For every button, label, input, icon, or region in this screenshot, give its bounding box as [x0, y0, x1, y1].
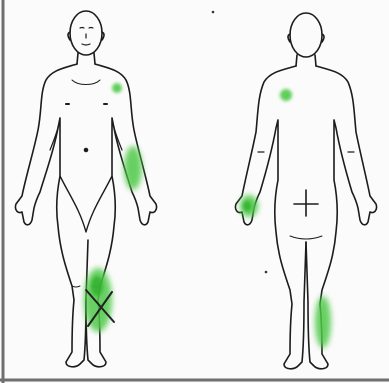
front-groin [60, 176, 112, 232]
paper-speck [212, 11, 215, 14]
front-collar [72, 80, 100, 85]
front-left-inner-arm [50, 118, 60, 150]
front-right-inner-arm [112, 118, 122, 150]
front-navel [85, 149, 88, 152]
front-head [70, 11, 102, 55]
front-right-leg-mark-core [91, 276, 103, 296]
front-left-shoulder-mark [112, 83, 122, 93]
back-left-scapula-mark [280, 89, 292, 101]
front-face [80, 28, 93, 46]
front-left-forearm-mark [124, 146, 142, 190]
back-right-hand-mark-core [243, 201, 251, 211]
back-marked-areas [240, 89, 331, 348]
back-body-outline [235, 13, 376, 369]
paper-speck [265, 271, 268, 274]
back-right-calf-mark [315, 296, 331, 348]
back-left-side-outline [235, 66, 306, 369]
back-head [290, 13, 322, 57]
back-gluteal-fold [290, 236, 322, 239]
front-left-side-outline [15, 64, 88, 367]
back-lower-back-lines [294, 190, 318, 216]
back-ears [288, 34, 324, 42]
